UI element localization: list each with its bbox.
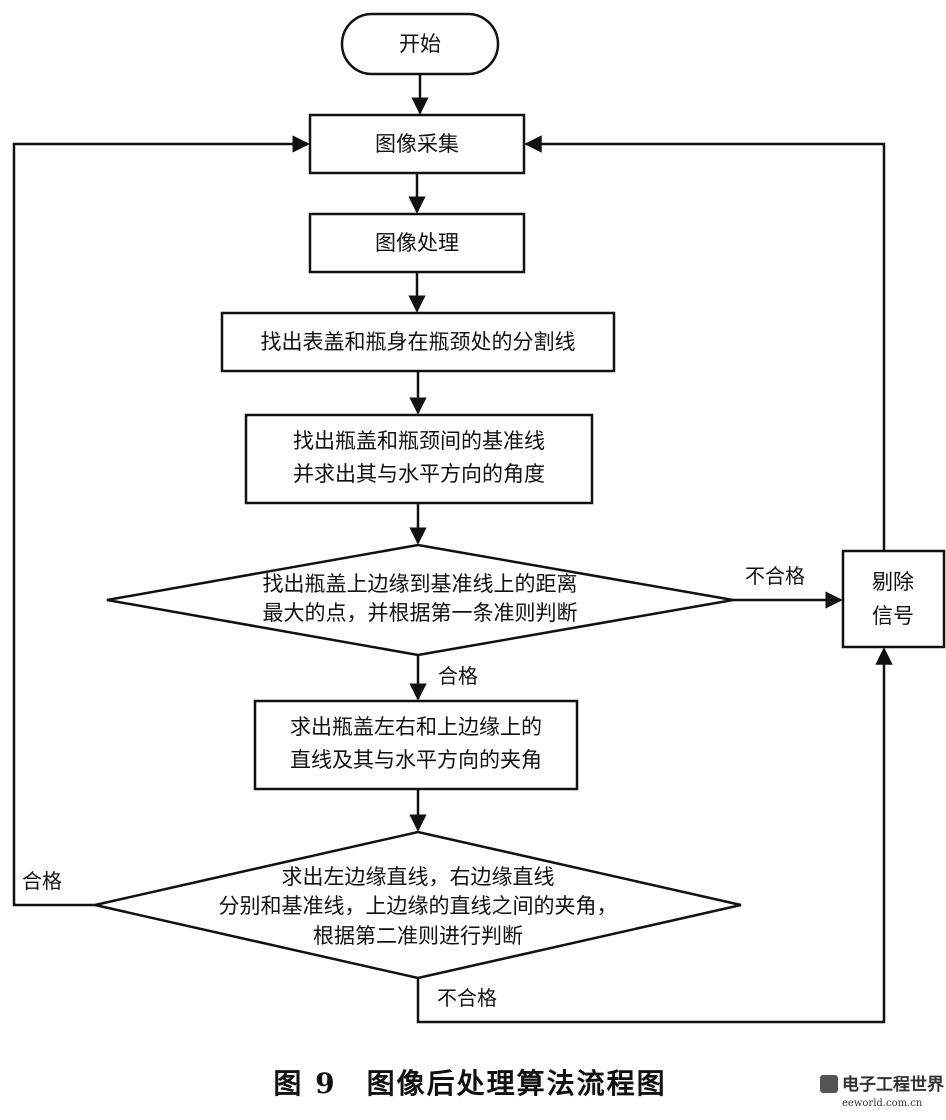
edge-lines-node: 求出瓶盖左右和上边缘上的 直线及其与水平方向的夹角 [253,699,579,791]
capture-node: 图像采集 [308,113,526,175]
start-node: 开始 [340,12,500,76]
watermark-sub: eeworld.com.cn [842,1098,923,1109]
figure-caption: 图 9 图像后处理算法流程图 [273,1067,666,1100]
rule1-label-line2: 最大的点，并根据第一条准则判断 [263,601,578,625]
edge-rule2-fail-to-reject [416,647,893,1024]
rule1-fail-label: 不合格 [745,564,805,588]
capture-label: 图像采集 [375,132,459,156]
reject-node: 剔除 信号 [841,549,946,649]
rule1-decision: 找出瓶盖上边缘到基准线上的距离 最大的点，并根据第一条准则判断 [106,543,734,657]
baseline-node: 找出瓶盖和瓶颈间的基准线 并求出其与水平方向的角度 [244,413,594,505]
find-split-label: 找出表盖和瓶身在瓶颈处的分割线 [261,330,576,354]
baseline-label-line1: 找出瓶盖和瓶颈间的基准线 [293,429,545,453]
process-label: 图像处理 [375,231,459,255]
start-label: 开始 [399,32,441,56]
rule1-pass-label: 合格 [438,664,478,688]
reject-label-line2: 信号 [872,604,914,628]
process-node: 图像处理 [308,212,526,274]
rule2-label-line2: 分别和基准线，上边缘的直线之间的夹角， [219,894,618,918]
baseline-label-line2: 并求出其与水平方向的角度 [293,462,545,486]
watermark-main: 电子工程世界 [842,1074,944,1095]
reject-label-line1: 剔除 [872,570,914,594]
watermark-logo: 电子工程世界 eeworld.com.cn [820,1074,944,1109]
rule2-label-line3: 根据第二准则进行判断 [313,924,523,948]
edge-reject-to-capture [524,135,886,551]
rule2-label-line1: 求出左边缘直线，右边缘直线 [282,865,555,889]
edge-lines-label-line1: 求出瓶盖左右和上边缘上的 [290,715,542,739]
rule2-fail-label: 不合格 [437,986,497,1010]
edge-lines-label-line2: 直线及其与水平方向的夹角 [290,748,542,772]
rule2-decision: 求出左边缘直线，右边缘直线 分别和基准线，上边缘的直线之间的夹角， 根据第二准则… [94,830,742,980]
edge-rule2-pass-to-capture [12,135,310,907]
find-split-node: 找出表盖和瓶身在瓶颈处的分割线 [220,311,616,373]
watermark-icon [820,1075,838,1093]
rule1-label-line1: 找出瓶盖上边缘到基准线上的距离 [263,572,578,596]
rule2-pass-label: 合格 [22,869,62,893]
